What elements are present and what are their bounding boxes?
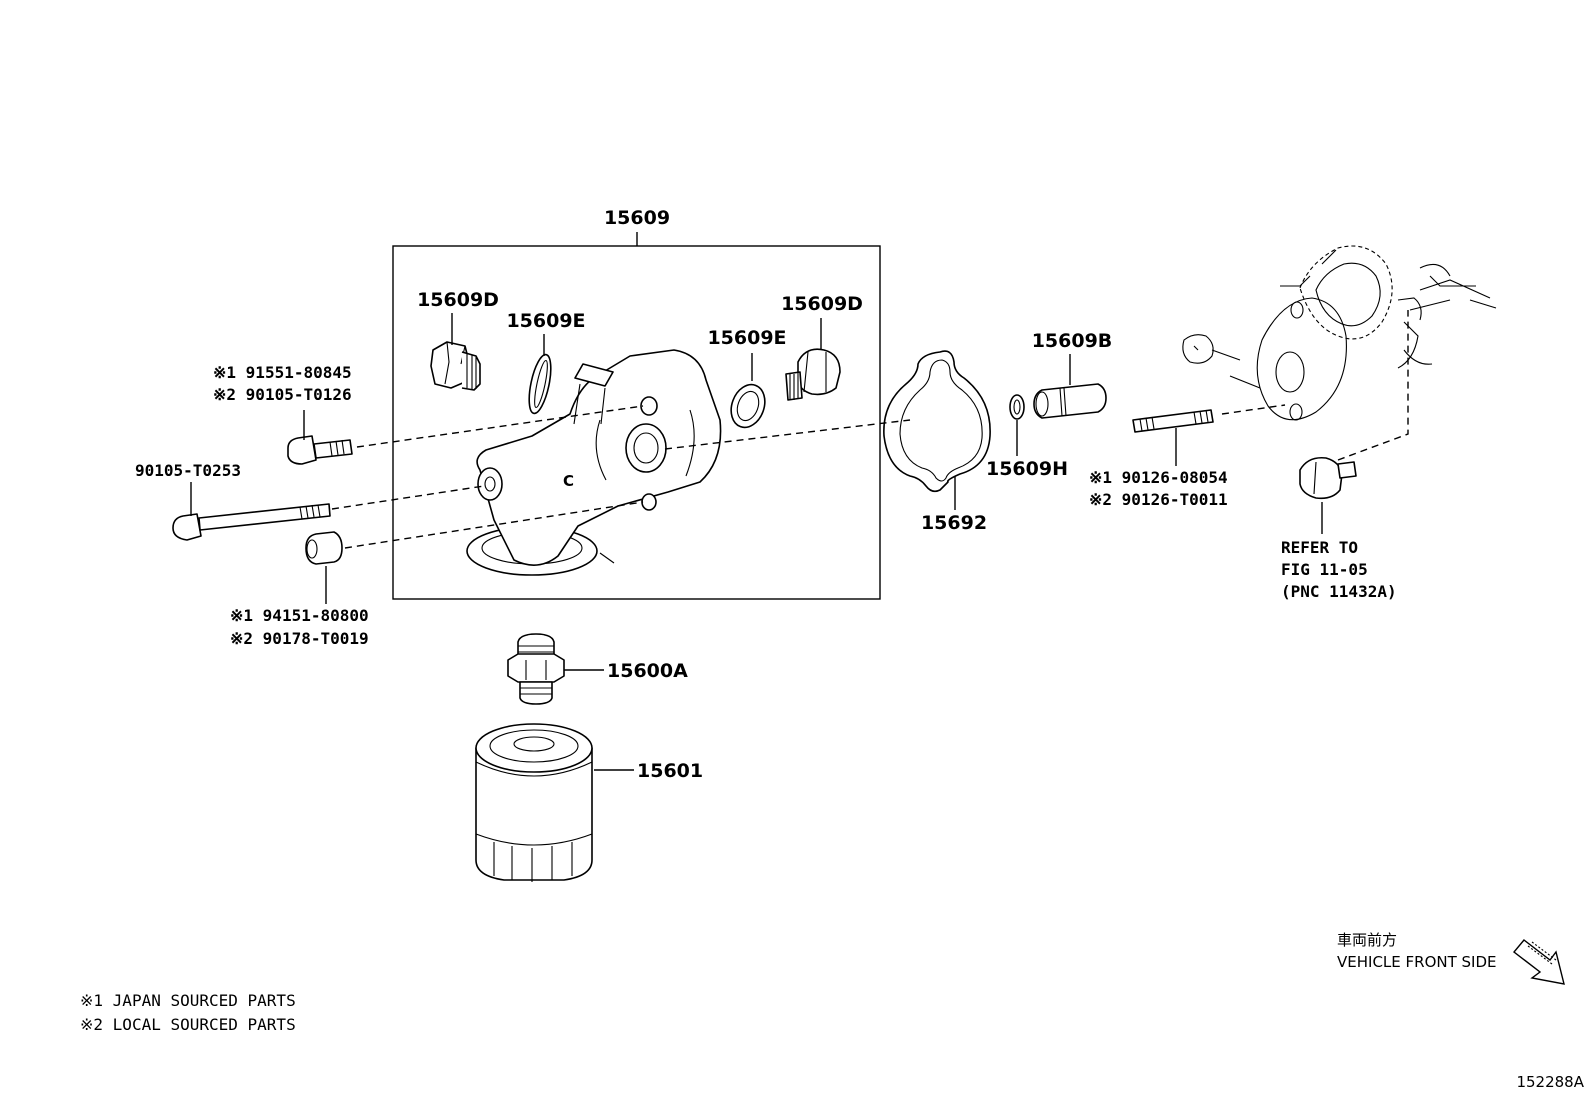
stud-part-2[interactable]: ※2 90126-T0011 <box>1089 490 1228 509</box>
callout-15609h[interactable]: 15609H <box>986 458 1068 480</box>
callout-15609b[interactable]: 15609B <box>1032 330 1113 352</box>
collar-part-2[interactable]: ※2 90178-T0019 <box>230 629 369 648</box>
gasket-15692[interactable] <box>883 350 991 493</box>
stud[interactable] <box>1132 409 1214 433</box>
engine-block-reference <box>1182 245 1497 421</box>
callout-15609e-right[interactable]: 15609E <box>707 327 786 349</box>
gasket-15609e-right[interactable] <box>725 380 770 432</box>
bolt-top-part-2[interactable]: ※2 90105-T0126 <box>213 385 352 404</box>
collar[interactable] <box>305 531 343 565</box>
pipe-15609b[interactable] <box>1033 383 1107 419</box>
callout-15609d-left[interactable]: 15609D <box>417 289 499 311</box>
refer-line-1[interactable]: REFER TO <box>1281 538 1358 557</box>
direction-jp: 車両前方 <box>1337 931 1397 949</box>
callout-15609d-right[interactable]: 15609D <box>781 293 863 315</box>
refer-line-3[interactable]: (PNC 11432A) <box>1281 582 1397 601</box>
refer-line-2[interactable]: FIG 11-05 <box>1281 560 1368 579</box>
note-japan-sourced: ※1 JAPAN SOURCED PARTS <box>80 991 296 1010</box>
front-arrow-icon <box>1512 939 1565 985</box>
figure-id: 152288A <box>1516 1073 1584 1091</box>
bolt-long[interactable] <box>172 503 331 541</box>
gasket-15609e-left[interactable] <box>525 353 555 415</box>
callout-15692[interactable]: 15692 <box>921 512 987 534</box>
svg-text:C: C <box>563 472 574 490</box>
plug-refer[interactable] <box>1299 456 1357 500</box>
alignment-lines <box>331 310 1409 549</box>
note-local-sourced: ※2 LOCAL SOURCED PARTS <box>80 1015 296 1034</box>
bolt-top[interactable] <box>287 435 353 465</box>
plug-15609d-left[interactable] <box>430 341 481 391</box>
callout-15601[interactable]: 15601 <box>637 760 703 782</box>
oil-filter-bracket[interactable]: C <box>466 349 722 576</box>
stud-part-1[interactable]: ※1 90126-08054 <box>1089 468 1228 487</box>
callout-15609e-left[interactable]: 15609E <box>506 310 585 332</box>
oil-filter-15601[interactable] <box>475 723 593 882</box>
group-label-15609[interactable]: 15609 <box>604 207 670 229</box>
direction-en: VEHICLE FRONT SIDE <box>1337 953 1497 971</box>
bolt-top-part-1[interactable]: ※1 91551-80845 <box>213 363 352 382</box>
callout-90105-t0253[interactable]: 90105-T0253 <box>135 461 241 480</box>
union-15600a[interactable] <box>507 633 565 705</box>
assembly-frame <box>392 232 881 600</box>
ring-15609h[interactable] <box>1009 394 1025 420</box>
collar-part-1[interactable]: ※1 94151-80800 <box>230 606 369 625</box>
plug-15609d-right[interactable] <box>785 348 841 401</box>
callout-15600a[interactable]: 15600A <box>607 660 688 682</box>
